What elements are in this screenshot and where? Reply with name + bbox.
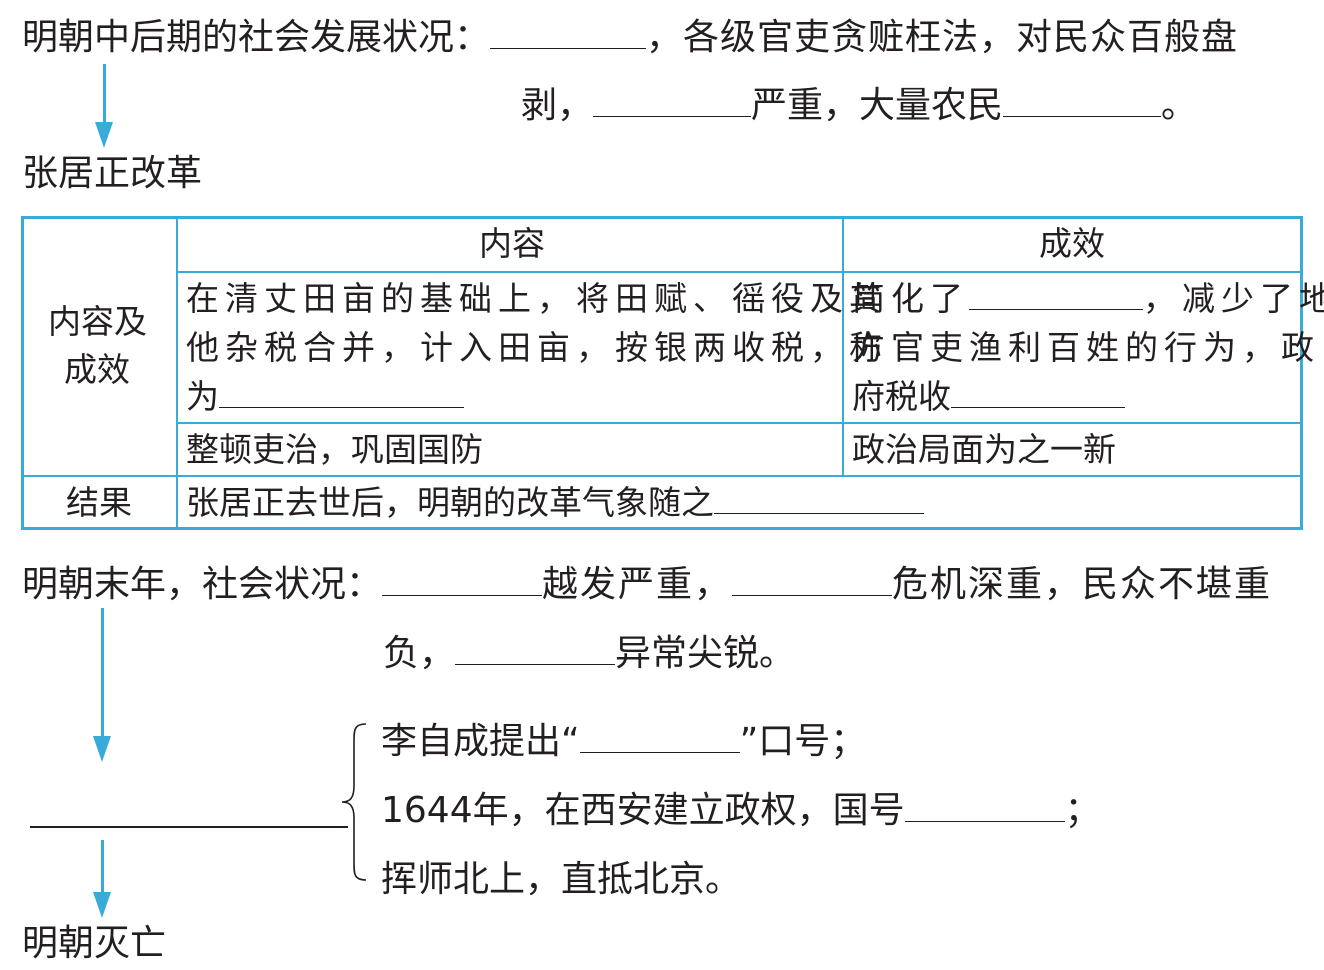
blank-simplified[interactable] [969, 281, 1143, 310]
rebellion-item-3: 挥师北上，直抵北京。 [381, 859, 742, 900]
blank-2[interactable] [593, 86, 752, 117]
blank-result[interactable] [714, 485, 924, 514]
blank-tax[interactable] [951, 379, 1125, 408]
rebellion-item1-a: 李自成提出“ [381, 721, 580, 762]
table-row-label-line1: 内容及 [48, 302, 147, 341]
effect1-line1: 简化了 ，减少了地 [852, 274, 1324, 323]
blank-5[interactable] [732, 565, 893, 596]
line1-mid-text: ，各级官吏贪赃枉法，对民众百般盘 [646, 17, 1239, 58]
result-label: 结果 [66, 483, 132, 522]
rebellion-item2-b: ； [1064, 790, 1101, 831]
table-hline-header [176, 271, 1300, 273]
blank-uprising[interactable] [30, 826, 348, 828]
content1-line1: 在清丈田亩的基础上，将田赋、徭役及其 [186, 279, 888, 318]
content1-line2: 他杂税合并，计入田亩，按银两收税，称 [186, 328, 888, 367]
blank-3[interactable] [1003, 86, 1162, 117]
effect1-line1a: 简化了 [852, 279, 969, 318]
flow-arrow-1-line [103, 64, 106, 124]
table-vline-2 [842, 219, 844, 475]
content2: 整顿吏治，巩固国防 [186, 430, 483, 469]
ming-mid-late-label: 明朝中后期的社会发展状况： [22, 17, 491, 58]
reform-title: 张居正改革 [22, 153, 203, 194]
blank-1[interactable] [490, 18, 647, 49]
grouping-brace [341, 723, 367, 881]
effect2: 政治局面为之一新 [852, 430, 1116, 469]
blank-regime-name[interactable] [904, 791, 1065, 822]
flow-arrow-3-head [93, 892, 111, 918]
flow-arrow-2-line [101, 608, 104, 738]
blank-slogan[interactable] [579, 722, 740, 753]
table-row-label-line2: 成效 [64, 350, 130, 389]
reform-table: 内容 成效 内容及 成效 在清丈田亩的基础上，将田赋、徭役及其 他杂税合并，计入… [21, 216, 1324, 530]
flow-arrow-3-line [101, 840, 104, 894]
line1-cont-b: 严重，大量农民 [751, 85, 1004, 126]
table-header-effect: 成效 [1039, 224, 1105, 263]
rebellion-item1-b: ”口号； [739, 721, 867, 762]
ming-mid-late-status-continuation: 剥， 严重，大量农民 。 [521, 84, 1197, 128]
late-ming-cont-a: 负， [383, 633, 456, 674]
blank-6[interactable] [455, 634, 616, 665]
table-hline-result [24, 475, 1300, 477]
effect1-line1b: ，减少了地 [1143, 279, 1324, 318]
ming-mid-late-status-line: 明朝中后期的社会发展状况： ，各级官吏贪赃枉法，对民众百般盘 [22, 16, 1238, 60]
effect1-line3-text: 府税收 [852, 377, 951, 416]
late-ming-cont-b: 异常尖锐。 [615, 633, 796, 674]
flow-arrow-2-head [93, 736, 111, 762]
rebellion-item2-a: 1644年，在西安建立政权，国号 [381, 790, 905, 831]
late-ming-mid2: 危机深重，民众不堪重 [892, 564, 1273, 605]
table-header-content: 内容 [479, 224, 545, 263]
table-hline-row1 [176, 422, 1300, 424]
table-vline-1 [176, 219, 178, 527]
blank-single-whip[interactable] [219, 379, 464, 408]
ming-fall-title: 明朝灭亡 [22, 923, 167, 964]
effect1-line3: 府税收 [852, 372, 1125, 421]
late-ming-continuation: 负， 异常尖锐。 [383, 632, 795, 676]
content1-line3-text: 为 [186, 377, 219, 416]
blank-4[interactable] [382, 565, 543, 596]
line1-cont-end: 。 [1161, 85, 1198, 126]
late-ming-mid1: 越发严重， [542, 564, 733, 605]
result-line: 张居正去世后，明朝的改革气象随之 [186, 478, 924, 527]
content1-line3: 为 [186, 372, 464, 421]
result-text: 张居正去世后，明朝的改革气象随之 [186, 483, 714, 522]
effect1-line2: 方官吏渔利百姓的行为，政 [852, 328, 1320, 367]
rebellion-item-1: 李自成提出“ ”口号； [381, 720, 866, 764]
flow-arrow-1-head [95, 122, 113, 148]
late-ming-status-line: 明朝末年，社会状况： 越发严重， 危机深重，民众不堪重 [22, 563, 1272, 607]
late-ming-label: 明朝末年，社会状况： [22, 564, 383, 605]
line1-cont-a: 剥， [521, 85, 594, 126]
rebellion-item-2: 1644年，在西安建立政权，国号 ； [381, 789, 1101, 833]
